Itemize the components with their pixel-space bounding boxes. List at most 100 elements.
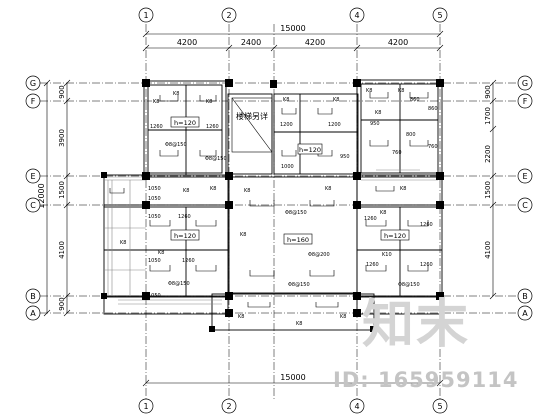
columns — [101, 79, 444, 332]
bottom-total-dim: 15000 — [280, 373, 305, 382]
left-dimensions — [43, 79, 71, 317]
axis-bottom-1: 1 — [143, 402, 148, 411]
rebar-label: 1260 — [366, 262, 379, 268]
rebar-label: K8 — [380, 210, 386, 216]
rebar-label: 950 — [370, 121, 380, 127]
slab-thickness-5: h=120 — [384, 232, 406, 240]
slab-thickness-4: h=120 — [299, 146, 321, 154]
rebar-label: K8 — [206, 99, 212, 105]
rebar-label: K8 — [340, 314, 346, 320]
rebar-label: 1050 — [148, 258, 161, 264]
rebar-label: 1260 — [178, 214, 191, 220]
left-span-dim-4: 4100 — [58, 241, 66, 259]
right-span-dim-4: 1500 — [484, 181, 492, 199]
rebar-label: 1200 — [280, 122, 293, 128]
rebar-label: Φ8@150 — [398, 282, 420, 288]
rebar-label: 1260 — [420, 262, 433, 268]
left-span-dim-2: 3900 — [58, 129, 66, 147]
axis-bottom-5: 5 — [437, 402, 442, 411]
rebar-label: K8 — [325, 186, 331, 192]
rebar-label: K8 — [210, 186, 216, 192]
rebar-label: K8 — [183, 188, 189, 194]
slab-thickness-boxes — [170, 116, 410, 245]
rebar-label: K8 — [375, 110, 381, 116]
watermark-logo: 知末 — [362, 295, 471, 355]
rebar-label: 1200 — [328, 122, 341, 128]
rebar-label: 800 — [406, 132, 416, 138]
top-span-dim-4: 4200 — [388, 38, 408, 47]
right-span-dim-1: 900 — [484, 85, 492, 98]
rebar-label: K8 — [158, 250, 164, 256]
rebar-label: K8 — [153, 99, 159, 105]
slab-thickness-2: h=120 — [174, 232, 196, 240]
axis-bubble-labels: 1 2 4 5 1 2 4 5 G F E C B A G F E C B A — [30, 11, 528, 411]
rebar-label: 1260 — [150, 124, 163, 130]
right-dimensions — [489, 79, 497, 300]
left-span-dim-3: 1500 — [58, 181, 66, 199]
rebar-label: K10 — [382, 252, 392, 258]
rebar-label: K8 — [173, 91, 179, 97]
rebar-label: 1050 — [148, 293, 161, 299]
axis-left-B: B — [30, 292, 36, 301]
left-outer-dim: 12000 — [37, 183, 46, 208]
axis-right-C: C — [522, 201, 528, 210]
top-dimensions — [142, 30, 444, 52]
stair-region — [231, 97, 273, 153]
axis-right-A: A — [522, 309, 528, 318]
stair-note: 楼梯另详 — [236, 111, 268, 121]
rebar-label: 1050 — [148, 186, 161, 192]
rebar-label: Φ8@150 — [165, 142, 187, 148]
top-span-dim-1: 4200 — [177, 38, 197, 47]
axis-left-C: C — [30, 201, 36, 210]
rebar-labels: K8 K8 K8 1260 1260 Φ8@150 Φ8@150 1050 10… — [120, 88, 438, 327]
rebar-label: 1000 — [281, 164, 294, 170]
top-span-dim-2: 2400 — [241, 38, 261, 47]
rebar-label: Φ8@150 — [168, 281, 190, 287]
rebar-label: Φ8@150 — [285, 210, 307, 216]
rebar-label: 1050 — [148, 214, 161, 220]
slab-thickness-1: h=120 — [174, 119, 196, 127]
right-span-dim-2: 1700 — [484, 107, 492, 125]
right-span-dim-5: 4100 — [484, 241, 492, 259]
rebar-label: 860 — [428, 106, 438, 112]
rebar-marks — [109, 92, 429, 308]
top-span-dim-3: 4200 — [305, 38, 325, 47]
axis-right-B: B — [522, 292, 528, 301]
watermark-id: ID: 165959114 — [333, 368, 519, 392]
rebar-label: 950 — [340, 154, 350, 160]
hatched-beams — [104, 169, 438, 305]
axis-left-G: G — [30, 79, 36, 88]
axis-top-5: 5 — [437, 11, 442, 20]
axis-left-A: A — [30, 309, 36, 318]
rebar-label: K8 — [398, 88, 404, 94]
axis-top-2: 2 — [226, 11, 231, 20]
rebar-label: K8 — [333, 97, 339, 103]
slab-thickness-3: h=160 — [287, 236, 309, 244]
rebar-label: 1260 — [364, 216, 377, 222]
rebar-label: 1260 — [182, 258, 195, 264]
axis-right-G: G — [522, 79, 528, 88]
right-span-dim-3: 2200 — [484, 145, 492, 163]
rebar-label: Φ8@150 — [288, 282, 310, 288]
axis-right-F: F — [523, 97, 528, 106]
rebar-label: Φ8@150 — [205, 156, 227, 162]
left-span-dim-1: 900 — [58, 85, 66, 98]
axis-bottom-2: 2 — [226, 402, 231, 411]
left-span-dim-5: 900 — [58, 297, 66, 310]
axis-left-E: E — [30, 172, 35, 181]
top-total-dim: 15000 — [280, 24, 305, 33]
axis-top-1: 1 — [143, 11, 148, 20]
axis-bubbles — [25, 7, 533, 414]
rebar-label: K8 — [240, 232, 246, 238]
rebar-label: 760 — [392, 150, 402, 156]
rebar-label: K8 — [283, 97, 289, 103]
axis-left-F: F — [31, 97, 36, 106]
rebar-label: 1050 — [148, 196, 161, 202]
rebar-label: Φ8@200 — [308, 252, 330, 258]
rebar-label: K8 — [296, 321, 302, 327]
rebar-label: K8 — [244, 188, 250, 194]
rebar-label: 760 — [428, 144, 438, 150]
rebar-label: K8 — [238, 314, 244, 320]
rebar-label: 1260 — [420, 222, 433, 228]
